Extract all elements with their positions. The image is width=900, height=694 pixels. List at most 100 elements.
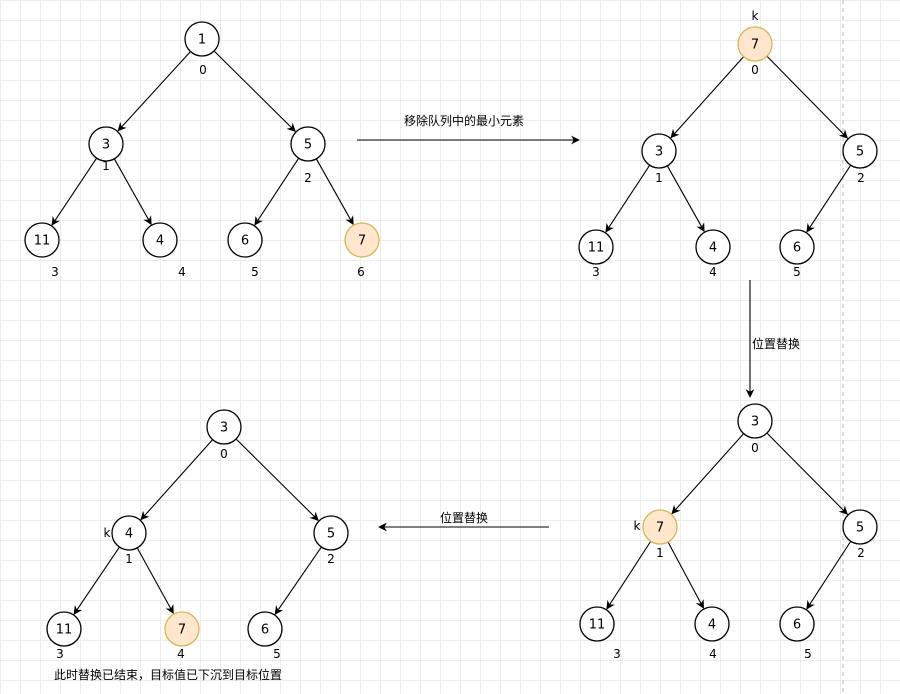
final-note: 此时替换已结束，目标值已下沉到目标位置 [54,667,282,682]
node-circle [737,403,773,439]
heap-node: 76 [344,222,380,279]
node-index: 0 [751,63,759,77]
node-index: 0 [220,447,228,461]
node-circle [227,222,263,258]
node-circle [694,606,730,642]
node-value: 4 [708,618,716,633]
node-circle [46,611,82,647]
tree-edge [666,165,705,233]
heap-node: 113 [24,222,60,279]
swap-down-caption: 位置替换 [752,336,800,351]
node-index: 5 [793,265,801,279]
node-index: 4 [709,647,717,661]
remove-min-caption: 移除队列中的最小元素 [404,113,524,128]
heap-node: 30 [206,409,242,461]
heap-node: 52 [842,133,878,185]
heap-node: 65 [227,222,263,279]
tree-edge [766,432,848,515]
tree-edge [113,158,152,226]
node-circle [641,133,677,169]
tree-edge [605,164,651,233]
tree-edge [671,433,745,515]
heap-node: 113 [578,229,614,279]
node-value: 5 [304,138,312,153]
node-circle [184,21,220,57]
node-value: 3 [655,145,663,160]
node-circle [695,229,731,265]
heap-node: 44 [694,606,730,661]
pointer-k-label: k [752,9,759,23]
node-circle [779,606,815,642]
node-value: 11 [56,623,73,638]
node-index: 1 [102,159,110,173]
node-index: 5 [273,647,281,661]
node-index: 3 [51,265,59,279]
node-index: 2 [857,171,865,185]
tree-edge [140,439,214,521]
node-circle [842,509,878,545]
node-circle [779,229,815,265]
node-value: 6 [793,241,801,256]
heap-node: 44 [695,229,731,279]
heap-node: 52 [290,126,326,185]
heap-node: 44 [142,222,186,279]
heap-node: 74 [164,611,200,661]
heap-node: 10 [184,21,220,77]
pointer-k-label: k [104,526,111,540]
node-circle [111,515,147,551]
node-index: 6 [357,265,365,279]
heap-node: 11 3 [46,611,82,661]
node-circle [290,126,326,162]
node-value: 1 [198,33,206,48]
tree-edge [806,540,852,610]
node-value: 4 [156,234,164,249]
highlighted-node-circle [642,509,678,545]
heap-node: 30 [737,403,773,455]
heap-node: 70k [737,9,773,77]
node-value: 6 [261,623,269,638]
node-value: 4 [709,241,717,256]
tree-edge [670,56,745,139]
tree-edge [136,547,174,615]
tree-edge [235,438,319,521]
tree-edge [213,50,296,132]
node-value: 5 [327,527,335,542]
node-index: 1 [125,552,133,566]
node-value: 11 [588,241,605,256]
node-value: 3 [751,415,759,430]
node-index: 0 [199,63,207,77]
heap-node: 65 [779,229,815,279]
tree-edge [73,546,120,615]
tree-edge [117,51,191,132]
tree-edge [315,158,354,226]
highlighted-node-circle [164,611,200,647]
node-value: 6 [241,234,249,249]
node-value: 6 [793,618,801,633]
pointer-k-label: k [634,519,641,533]
node-value: 7 [656,521,664,536]
node-index: 3 [613,647,621,661]
node-index: 5 [251,265,259,279]
node-index: 4 [178,265,186,279]
node-circle [24,222,60,258]
tree-edge [606,540,652,610]
node-index: 0 [751,441,759,455]
node-index: 2 [857,546,865,560]
heap-node: 31 [88,126,124,173]
tree-edge [274,546,322,615]
node-index: 3 [56,647,64,661]
heap-node: 31 [641,133,677,185]
node-index: 1 [655,171,663,185]
heap-node: 71k [634,509,678,560]
node-value: 3 [220,421,228,436]
node-circle [578,229,614,265]
node-index: 2 [304,171,312,185]
heap-node: 41k [104,515,147,566]
node-circle [247,611,283,647]
swap-left-caption: 位置替换 [440,510,488,525]
highlighted-node-circle [737,26,773,62]
tree-edge [667,541,704,609]
